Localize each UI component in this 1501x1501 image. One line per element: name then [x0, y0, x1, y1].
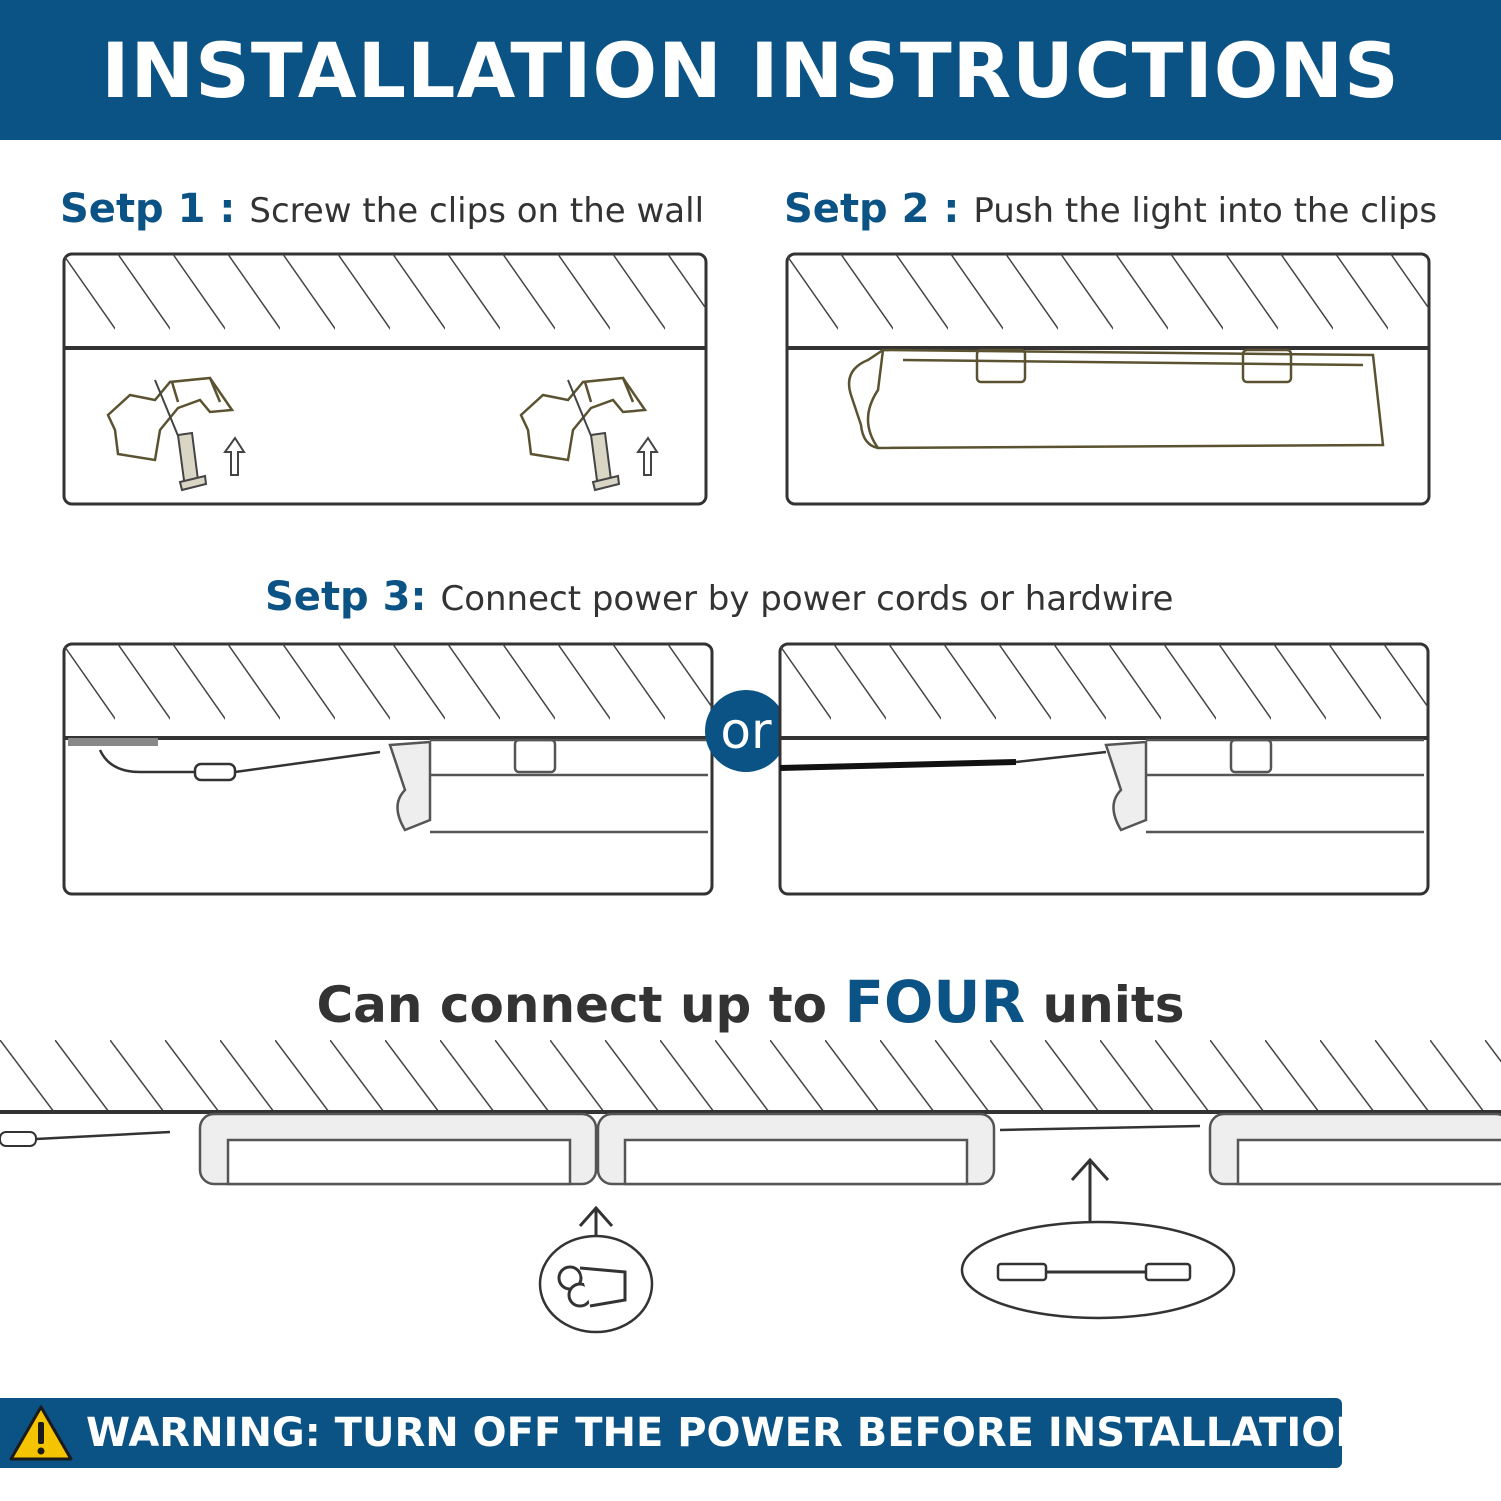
step-1-text: Screw the clips on the wall	[249, 191, 705, 231]
clip-icon	[106, 376, 235, 462]
connect-suffix: units	[1025, 976, 1185, 1034]
linked-units-illustration	[0, 1040, 1501, 1334]
step-3-text: Connect power by power cords or hardwire	[440, 579, 1174, 619]
step-3-label: Setp 3:	[265, 574, 427, 620]
power-cord	[98, 749, 381, 782]
warning-bar: WARNING: TURN OFF THE POWER BEFORE INSTA…	[0, 1398, 1369, 1468]
page-title: INSTALLATION INSTRUCTIONS	[101, 25, 1400, 115]
step-3-heading: Setp 3: Connect power by power cords or …	[265, 574, 1173, 620]
screw-icon	[154, 379, 208, 492]
light-unit	[198, 1112, 598, 1186]
connector-icon	[538, 1234, 654, 1334]
step-2-heading: Setp 2 : Push the light into the clips	[784, 186, 1437, 232]
step-1-label: Setp 1 :	[60, 186, 236, 232]
cable-icon	[960, 1220, 1236, 1320]
step-3-power-cord-illustration	[62, 642, 714, 896]
light-unit	[1208, 1112, 1501, 1186]
warning-text: WARNING: TURN OFF THE POWER BEFORE INSTA…	[86, 1410, 1369, 1456]
step-3-hardwire-illustration	[778, 642, 1430, 896]
screw-icon	[567, 379, 621, 492]
light-unit	[596, 1112, 996, 1186]
step-2-illustration	[785, 252, 1431, 506]
or-badge: or	[705, 690, 787, 772]
step-2-text: Push the light into the clips	[973, 191, 1438, 231]
step-1-heading: Setp 1 : Screw the clips on the wall	[60, 186, 704, 232]
arrow-up-icon	[223, 436, 246, 476]
light-fixture	[847, 348, 1385, 450]
light-fixture	[388, 738, 708, 834]
warning-icon	[8, 1404, 74, 1462]
connect-heading: Can connect up to FOUR units	[0, 968, 1501, 1036]
hardwire	[779, 759, 1017, 771]
clip-icon	[519, 376, 648, 462]
arrow-up-icon	[578, 1205, 614, 1240]
step-2-label: Setp 2 :	[784, 186, 960, 232]
title-banner: INSTALLATION INSTRUCTIONS	[0, 0, 1501, 140]
arrow-up-icon	[636, 436, 659, 476]
connect-highlight: FOUR	[844, 968, 1026, 1036]
step-1-illustration	[62, 252, 708, 506]
light-fixture	[1104, 738, 1424, 834]
connect-prefix: Can connect up to	[316, 976, 845, 1034]
arrow-up-icon	[1070, 1157, 1110, 1228]
